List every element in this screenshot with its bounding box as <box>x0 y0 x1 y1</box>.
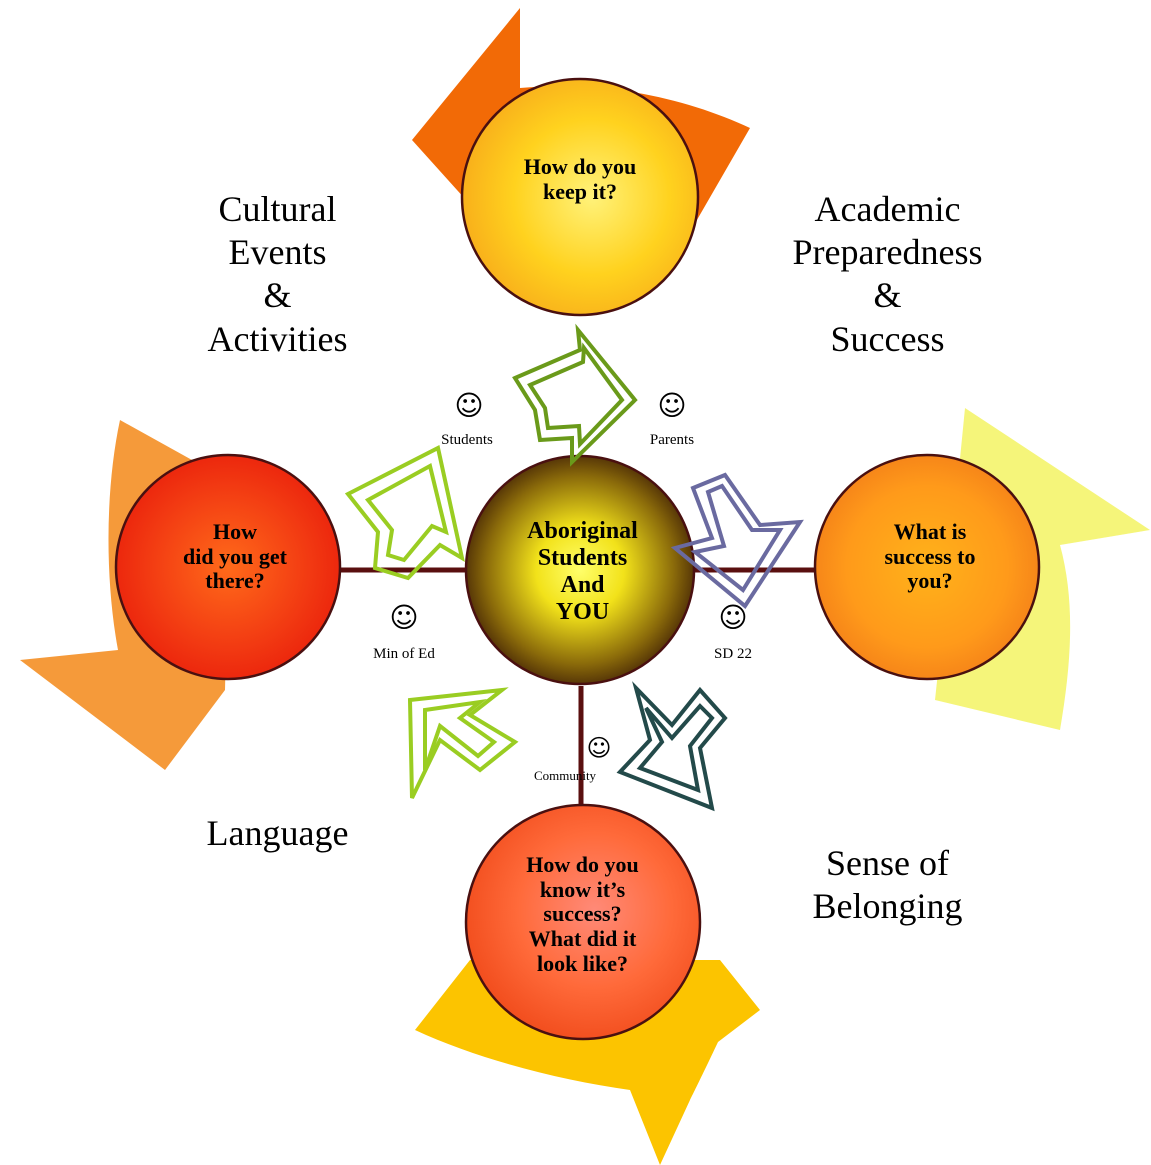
corner-academic-preparedness: Academic Preparedness & Success <box>792 189 983 359</box>
corner-cultural-events: Cultural Events & Activities <box>207 189 348 359</box>
bottom-circle <box>464 803 702 1041</box>
stakeholder-students: Students <box>441 432 493 448</box>
bottom-wedge-arrow <box>415 960 760 1165</box>
right-circle-label: What is success to you? <box>884 519 976 594</box>
arrow-left-lightgreen <box>344 445 465 581</box>
left-circle-label: How did you get there? <box>183 519 287 594</box>
smiley-face-icon: ☺ <box>454 389 484 422</box>
stakeholder-sd22: SD 22 <box>714 646 752 662</box>
stakeholder-min-of-ed: Min of Ed <box>373 646 435 662</box>
smiley-face-icon: ☺ <box>389 601 419 634</box>
top-circle-label: How do you keep it? <box>523 154 637 204</box>
smiley-face-icon: ☺ <box>718 601 748 634</box>
center-label: Aboriginal Students And YOU <box>527 518 638 625</box>
stakeholder-community: Community <box>533 768 597 783</box>
arrow-right-slate <box>670 472 804 609</box>
right-circle <box>813 453 1041 681</box>
left-circle <box>114 453 342 681</box>
arrow-lowerleft-lightgreen <box>407 687 519 799</box>
smiley-face-icon: ☺ <box>586 734 612 762</box>
arrow-lowerright-teal <box>616 681 728 812</box>
bottom-circle-label: How do you know it’s success? What did i… <box>526 852 639 976</box>
smiley-face-icon: ☺ <box>657 389 687 422</box>
top-circle <box>460 77 700 317</box>
arrow-top-green <box>512 323 638 467</box>
stakeholder-parents: Parents <box>649 432 695 448</box>
corner-language: Language <box>206 813 349 853</box>
corner-sense-of-belonging: Sense of Belonging <box>812 843 963 927</box>
